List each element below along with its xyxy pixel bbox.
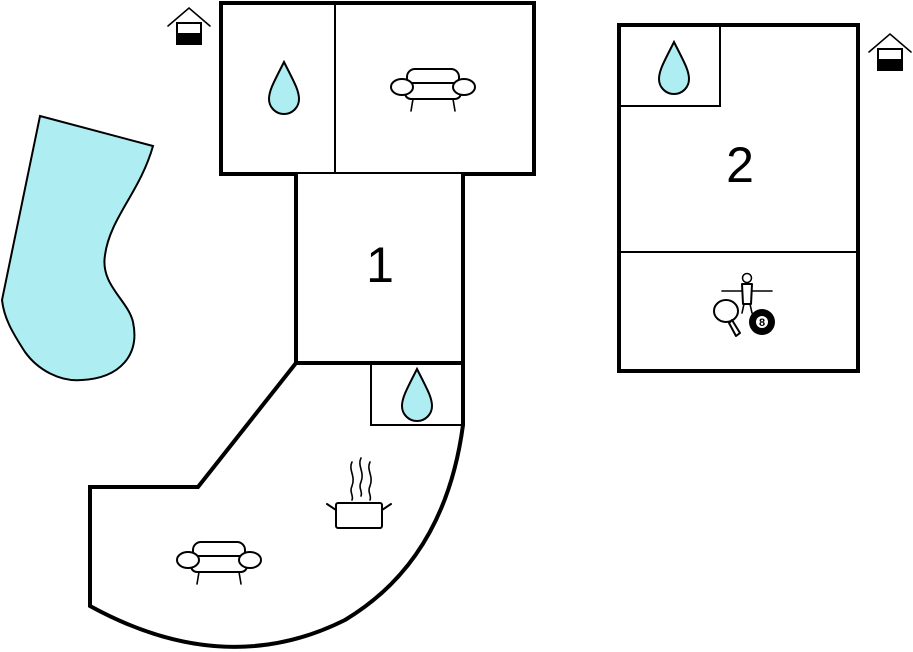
building-1-top-wing <box>219 1 536 176</box>
building-1-label: 1 <box>366 237 394 293</box>
house-entrance-icon <box>167 6 211 45</box>
sofa-icon <box>390 68 476 112</box>
building-2 <box>617 23 860 373</box>
house-entrance-icon <box>868 32 912 71</box>
building-2-bathroom <box>619 25 721 107</box>
sofa-icon <box>176 541 262 585</box>
water-drop-icon <box>267 59 301 115</box>
building-1-bathroom-2 <box>370 363 463 426</box>
cooking-pot-icon <box>326 457 392 529</box>
building-2-label: 2 <box>726 137 754 193</box>
svg-text:8: 8 <box>759 317 765 329</box>
water-drop-icon <box>400 366 434 422</box>
swimming-pool <box>0 114 155 382</box>
table-tennis-foosball-billiard-icon: 8 <box>713 272 775 337</box>
building-1-lower-wing <box>88 361 465 649</box>
water-drop-icon <box>657 39 691 95</box>
